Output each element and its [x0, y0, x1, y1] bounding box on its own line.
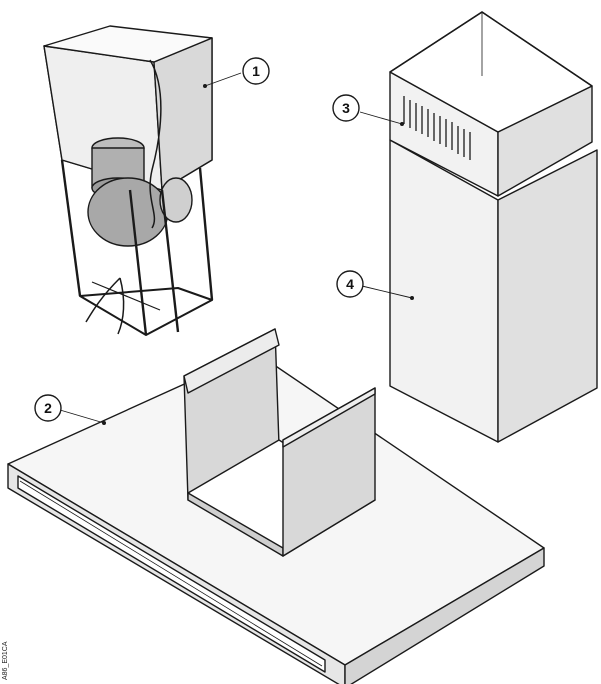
mounting-bracket [183, 328, 376, 557]
callout-3: 3 [332, 94, 360, 122]
callout-leaders [59, 72, 413, 424]
callout-3-number: 3 [342, 100, 350, 116]
drawing-code-text: A86_E01CA [2, 641, 9, 680]
callout-1: 1 [242, 57, 270, 85]
callout-1-number: 1 [252, 63, 260, 79]
callout-2-number: 2 [44, 400, 52, 416]
motor-frame [43, 25, 214, 336]
callout-4-number: 4 [346, 276, 354, 292]
callout-4: 4 [336, 270, 364, 298]
drawing-code: A86_E01CA [2, 612, 14, 682]
callout-2: 2 [34, 394, 62, 422]
callout-anchor-dots [102, 84, 414, 425]
upper-chimney [389, 11, 593, 197]
lower-chimney [389, 139, 598, 443]
